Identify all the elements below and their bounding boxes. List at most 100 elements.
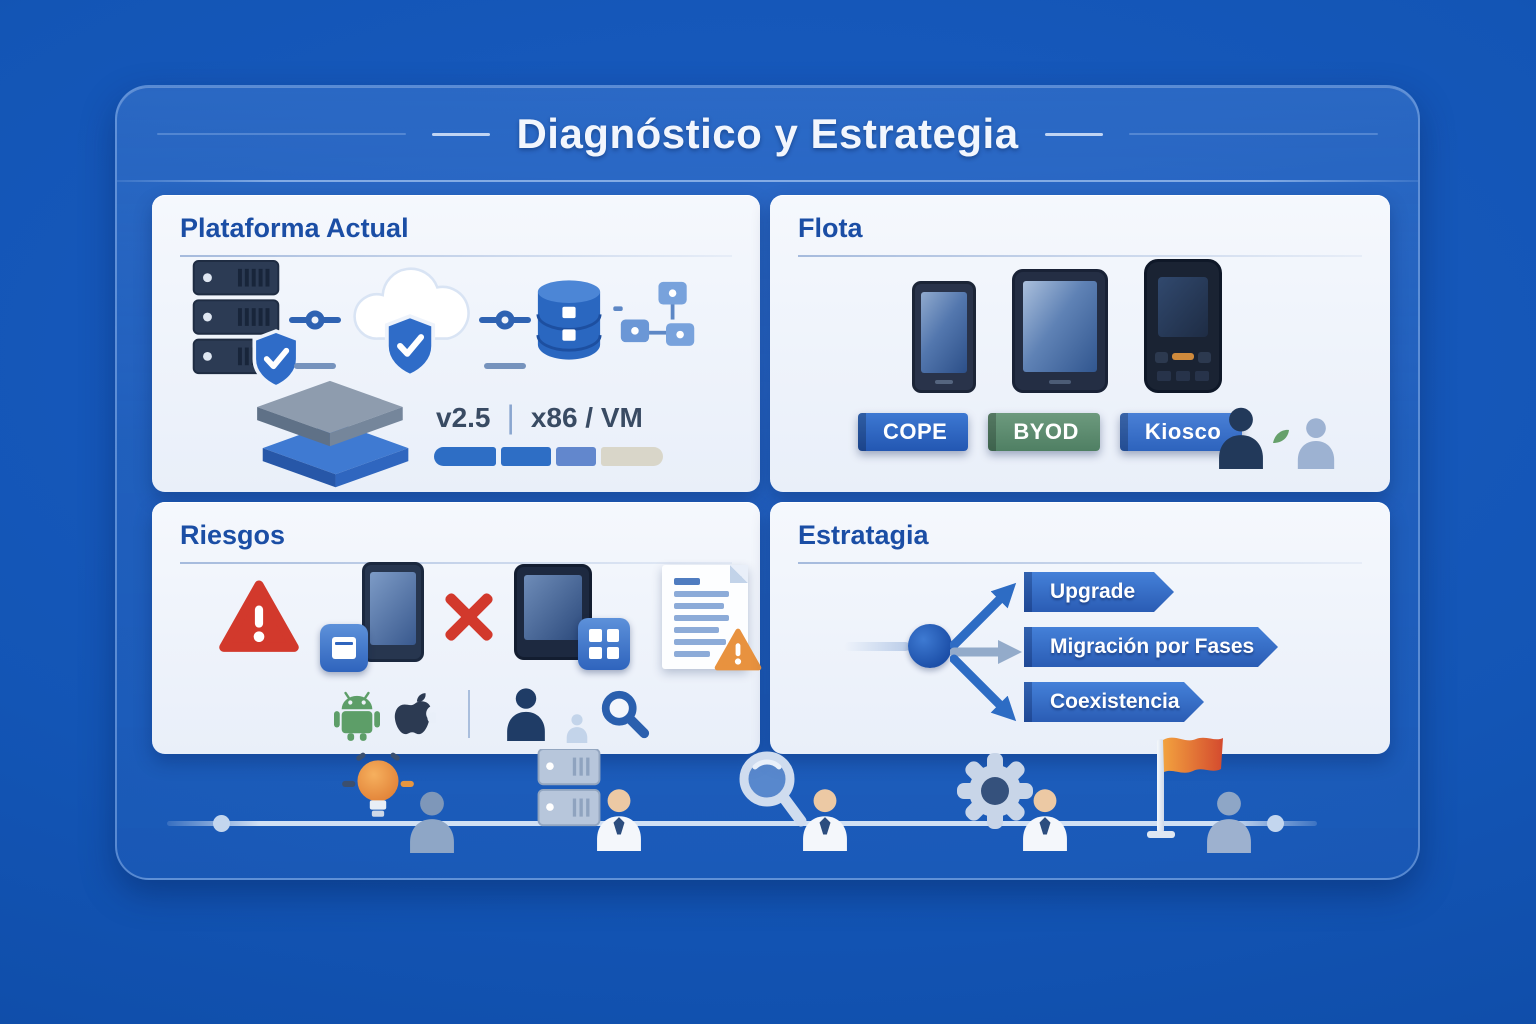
panel-title-underline: [180, 255, 732, 257]
timeline-milestone-configure: [955, 739, 1085, 869]
server-rack-icon: [537, 749, 601, 827]
connector-line: [479, 310, 531, 369]
os-audit-row: [334, 686, 652, 741]
phone-app-conflict-icon: [320, 562, 424, 672]
shield-check-icon: [384, 314, 436, 378]
rugged-screen: [1158, 277, 1208, 337]
enrollment-badges: COPE BYOD Kiosco: [858, 413, 1243, 451]
smartphone-icon: [912, 281, 976, 393]
document-warning-icon: [662, 565, 762, 671]
badge-cope: COPE: [858, 413, 969, 451]
phone-screen: [370, 572, 416, 645]
panel-title-underline: [798, 255, 1362, 257]
timeline-milestone-review: [735, 739, 865, 869]
timeline-start-dot: [213, 815, 230, 832]
phone-screen: [921, 292, 967, 373]
android-logo-icon: [334, 691, 380, 741]
spec-separator: |: [506, 399, 515, 435]
timeline-milestone-build: [537, 739, 657, 869]
device-screen: [524, 575, 582, 640]
rugged-button: [1198, 352, 1211, 363]
progress-segment-filled: [434, 447, 496, 466]
panel-estrategia: Estratagia Upgrade Migración por Fa: [770, 502, 1390, 754]
timeline-line: [167, 821, 1317, 826]
rugged-keypad: [1157, 371, 1209, 381]
timeline-end-dot: [1267, 815, 1284, 832]
magnifier-icon: [601, 690, 650, 739]
tablet-screen: [1023, 281, 1097, 372]
person-icon: [1201, 789, 1257, 853]
milestone-flag-icon: [1163, 737, 1223, 773]
timeline-milestone-idea: [342, 739, 462, 869]
title-edge-line-left: [157, 133, 407, 135]
user-pair-icon: [1213, 405, 1339, 469]
main-card: Diagnóstico y Estrategia Plataforma Actu…: [115, 85, 1420, 880]
panel-title-estrategia: Estratagia: [798, 520, 929, 550]
rugged-button: [1155, 352, 1168, 363]
database-icon: [536, 280, 602, 360]
timeline-milestone-goal: [1147, 727, 1289, 869]
title-dash-right: [1044, 132, 1103, 136]
platform-spec: v2.5 | x86 / VM: [436, 399, 643, 436]
platform-flow: [190, 259, 704, 389]
rugged-handheld-icon: [1144, 259, 1222, 393]
strategy-option-upgrade: Upgrade: [1024, 572, 1174, 612]
idea-lightbulb-icon: [342, 752, 414, 817]
server-stack-icon: [190, 259, 300, 389]
risk-icons-row: [218, 562, 762, 672]
title-edge-line-right: [1128, 133, 1379, 135]
flag-pole: [1157, 739, 1164, 833]
flag-base: [1147, 831, 1175, 838]
page-title: Diagnóstico y Estrategia: [516, 110, 1019, 157]
cloud-icon: [353, 267, 470, 340]
server-stack-icon: [192, 259, 280, 375]
title-divider: [117, 180, 1418, 182]
device-fleet: [912, 253, 1222, 393]
badge-byod: BYOD: [988, 413, 1100, 451]
panel-title-flota: Flota: [798, 213, 863, 243]
network-nodes-icon: [613, 281, 695, 346]
platform-layers-icon: [257, 380, 409, 488]
platform-progress-bar: [434, 447, 663, 466]
panel-title-plataforma: Plataforma Actual: [180, 213, 409, 243]
connector-line: [289, 310, 341, 369]
red-x-icon: [445, 593, 493, 641]
connector-node: [305, 310, 325, 330]
person-icon: [591, 787, 647, 851]
user-dark-icon: [1213, 405, 1269, 469]
progress-segment-partial: [556, 447, 596, 466]
incoming-line: [844, 642, 910, 651]
leaf-icon: [1273, 429, 1289, 443]
title-dash-left: [432, 132, 491, 136]
alert-triangle-orange-icon: [714, 628, 762, 671]
decision-node-icon: [908, 624, 952, 668]
user-light-icon: [1293, 416, 1339, 469]
panel-riesgos: Riesgos: [152, 502, 762, 754]
tablet-icon: [1012, 269, 1108, 393]
apple-logo-icon: [394, 693, 436, 735]
panel-plataforma-actual: Plataforma Actual: [152, 195, 760, 492]
phone-icon: [362, 562, 424, 662]
alert-triangle-red-icon: [219, 580, 299, 652]
panel-title-underline: [798, 562, 1362, 564]
person-icon: [404, 789, 460, 853]
secure-cloud-icon: [346, 262, 474, 378]
app-grid-badge-icon: [578, 618, 630, 670]
platform-arch: x86 / VM: [530, 401, 643, 433]
progress-segment-empty: [601, 447, 663, 466]
badge-kiosco: Kiosco: [1119, 413, 1243, 451]
platform-version: v2.5: [436, 401, 491, 433]
person-icon: [797, 787, 853, 851]
box-glyph: [332, 637, 356, 659]
person-icon: [1017, 787, 1073, 851]
panel-title-underline: [180, 562, 732, 564]
phone-grid-app-icon: [514, 564, 630, 670]
gear-icon: [957, 753, 1033, 829]
panel-title-riesgos: Riesgos: [180, 520, 286, 550]
app-box-badge-icon: [320, 624, 368, 672]
magnifier-icon: [739, 751, 807, 827]
progress-segment-filled: [501, 447, 551, 466]
connector-node: [495, 310, 515, 330]
vertical-divider: [468, 689, 470, 738]
